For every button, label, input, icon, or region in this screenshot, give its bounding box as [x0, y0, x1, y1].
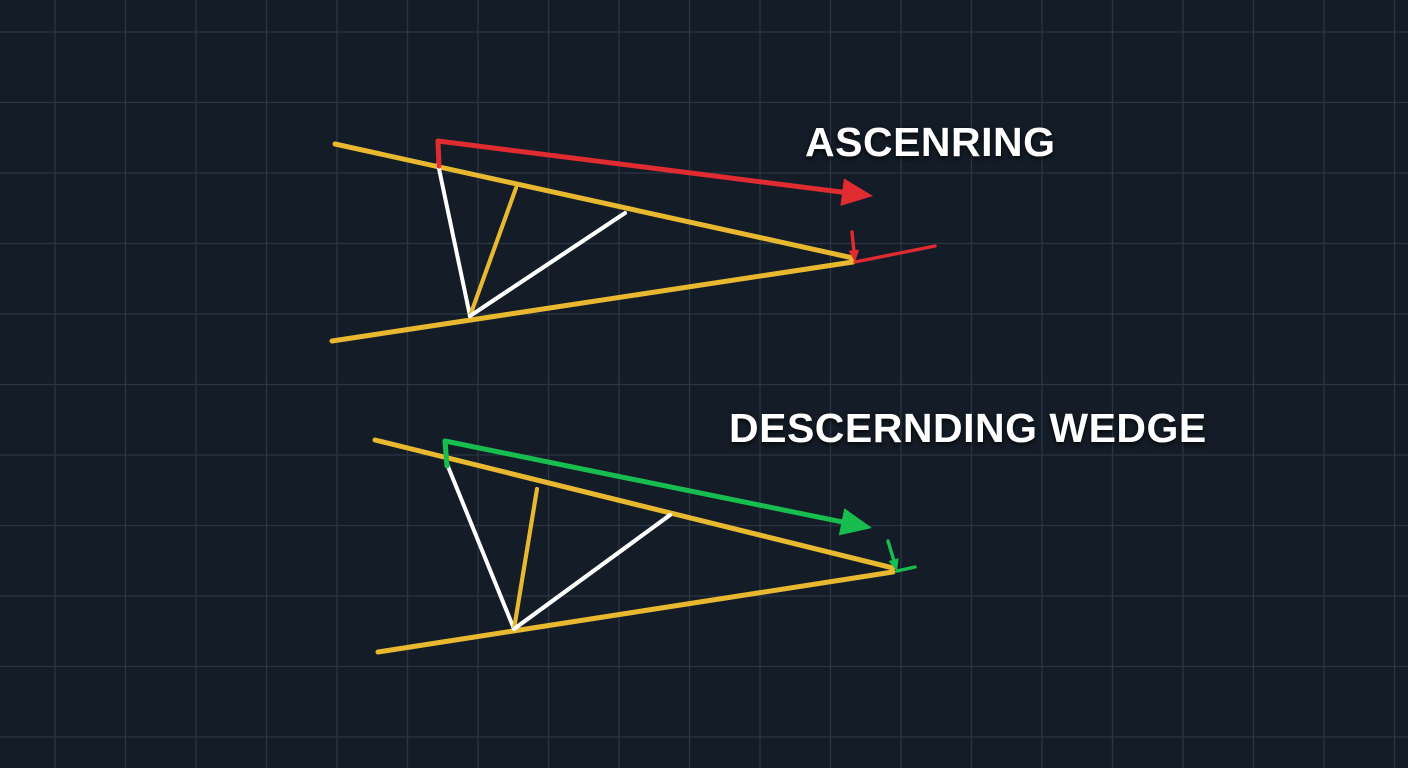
patterns-group	[329, 138, 937, 655]
price-action-segment	[512, 513, 672, 631]
breakout-arrow-head	[848, 249, 860, 262]
resistance-trendline	[372, 437, 896, 571]
trend-arrow-stem	[435, 138, 442, 169]
trend-arrow-stem	[442, 438, 450, 469]
pattern-label-ascending: ASCENRING	[805, 119, 1056, 165]
price-action-segment	[436, 162, 472, 318]
wedge-pattern-descending-wedge	[372, 437, 917, 655]
breakout-continuation-line	[895, 565, 917, 573]
breakout-arrow-head	[888, 558, 899, 571]
trend-arrow-head	[840, 178, 873, 206]
price-action-segment	[445, 462, 516, 631]
breakout-arrow-shaft	[886, 539, 897, 565]
breakout-arrow-shaft	[850, 230, 856, 255]
price-action-segment	[468, 186, 518, 318]
support-trendline	[329, 259, 856, 344]
price-action-segment	[512, 487, 539, 631]
trend-arrow-shaft	[442, 438, 850, 526]
resistance-trendline	[332, 141, 856, 261]
breakout-continuation-line	[853, 244, 937, 264]
trend-arrow-shaft	[435, 138, 850, 196]
price-action-segment	[468, 211, 627, 318]
trend-arrow-head	[838, 508, 872, 536]
support-trendline	[375, 569, 896, 655]
wedge-pattern-ascending-wedge	[329, 138, 937, 344]
pattern-label-descending: DESCERNDING WEDGE	[729, 405, 1207, 451]
